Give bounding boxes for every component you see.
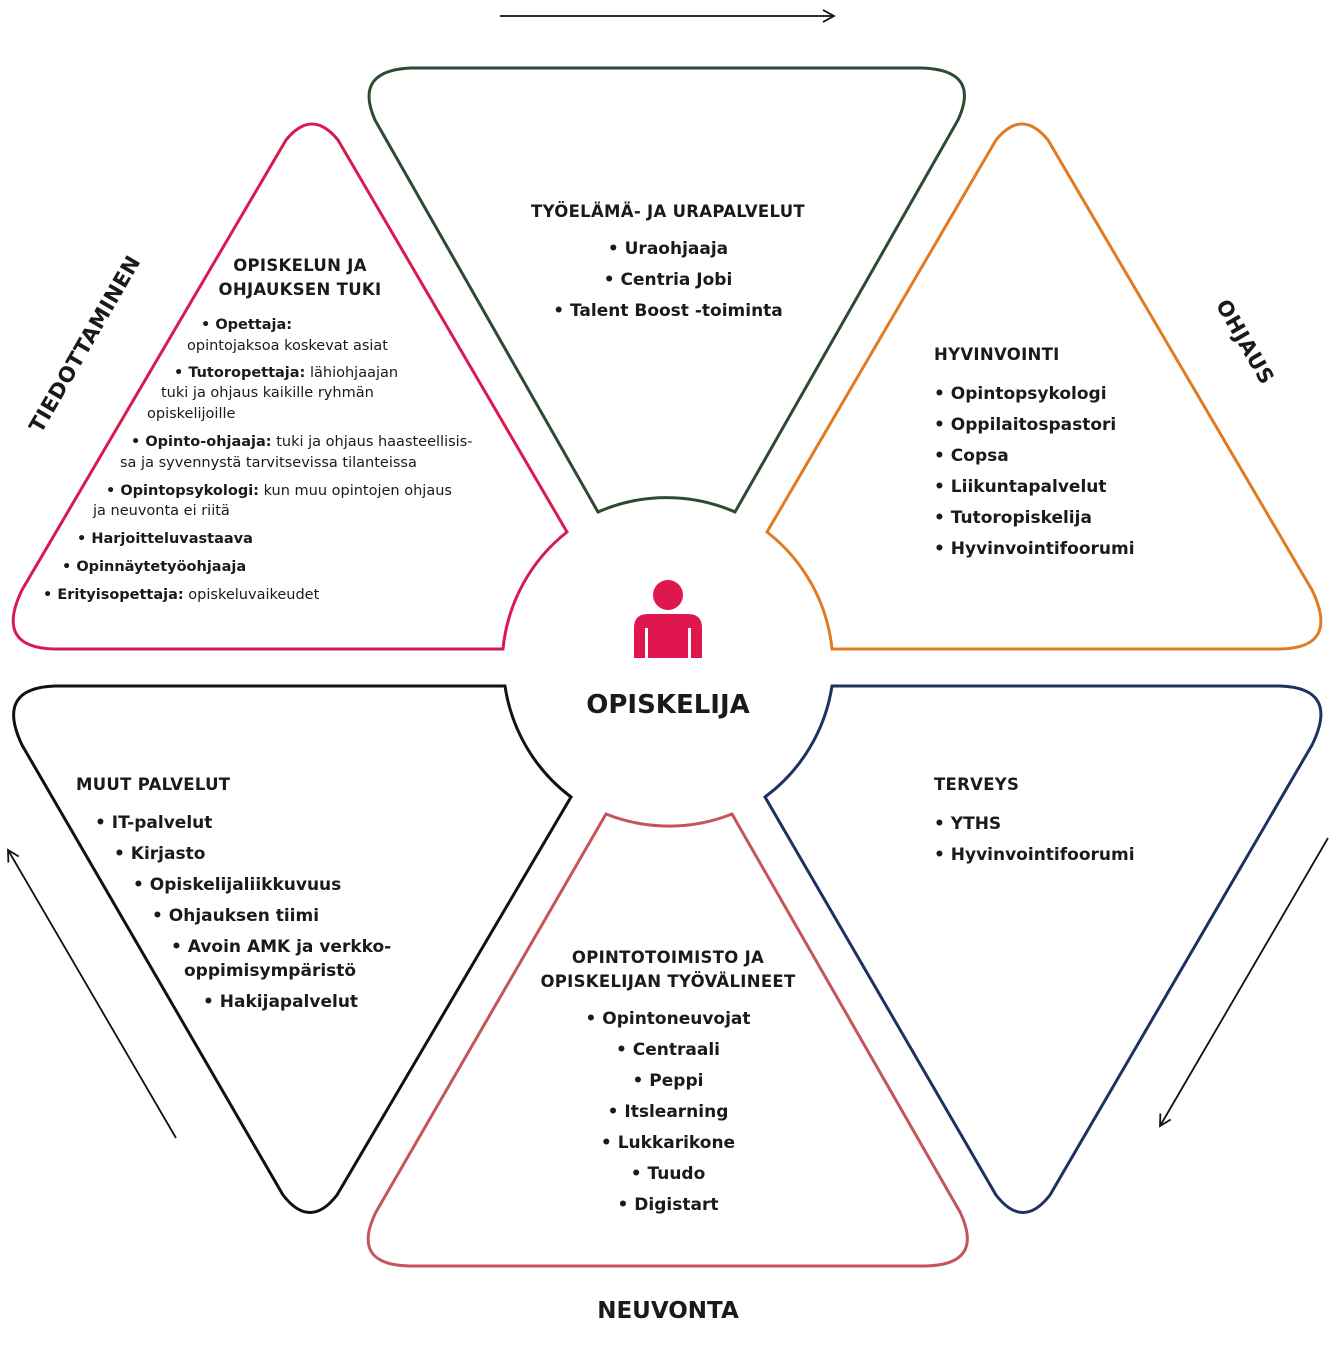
list-item: • Itslearning	[607, 1102, 729, 1122]
list-item: • Opintopsykologi	[934, 384, 1107, 404]
tuki-list: • Opettaja: opintojaksoa koskevat asiat …	[0, 0, 472, 603]
list-item-detail: sa ja syvennystä tarvitsevissa tilanteis…	[120, 453, 417, 474]
list-item: • IT-palvelut	[95, 813, 213, 833]
opintopsykologi-label: • Opintopsykologi:	[106, 483, 259, 499]
list-item: • Opiskelijaliikkuvuus	[133, 875, 342, 895]
tuki-title-1: OPISKELUN JA	[233, 256, 367, 275]
side-label-neuvonta: NEUVONTA	[597, 1298, 739, 1324]
list-item: • Erityisopettaja: opiskeluvaikeudet	[43, 585, 319, 606]
tyoelama-block: TYÖELÄMÄ- JA URAPALVELUT • Uraohjaaja • …	[508, 200, 828, 327]
hyvinvointi-block: HYVINVOINTI • Opintopsykologi • Oppilait…	[934, 343, 1194, 565]
opintotoimisto-block: OPINTOTOIMISTO JA OPISKELIJAN TYÖVÄLINEE…	[518, 946, 818, 1221]
muut-block: MUUT PALVELUT • IT-palvelut • Kirjasto •…	[0, 0, 391, 1012]
tutoropettaja-text: lähiohjaajan	[305, 365, 399, 381]
list-item: • Avoin AMK ja verkko-	[171, 937, 392, 957]
tutoropettaja-label: • Tutoropettaja:	[174, 365, 306, 381]
muut-shape	[12, 684, 573, 1214]
person-icon	[634, 580, 702, 658]
list-item: • Opinto-ohjaaja: tuki ja ohjaus haastee…	[131, 432, 472, 453]
opettaja-label: • Opettaja:	[201, 317, 293, 333]
list-item: • Peppi	[632, 1071, 704, 1091]
list-item: • Ohjauksen tiimi	[152, 906, 320, 926]
list-item: • Opintoneuvojat	[585, 1009, 751, 1029]
list-item: • Uraohjaaja	[607, 239, 729, 259]
erityisopettaja-text: opiskeluvaikeudet	[183, 587, 320, 603]
terveys-shape	[763, 684, 1323, 1214]
opettaja-text: opintojaksoa koskevat asiat	[187, 338, 388, 354]
list-item-detail: opiskelijoille	[147, 404, 235, 425]
tutoropettaja-text-3: opiskelijoille	[147, 406, 236, 422]
list-item: • Talent Boost -toiminta	[553, 301, 783, 321]
left-arrow	[7, 848, 177, 1139]
list-item-detail: ja neuvonta ei riitä	[93, 501, 230, 522]
opintotoimisto-shape	[366, 812, 969, 1268]
tyoelama-title: TYÖELÄMÄ- JA URAPALVELUT	[531, 202, 805, 221]
list-item: • Tuudo	[630, 1164, 706, 1184]
list-item: • Centraali	[615, 1040, 720, 1060]
opintotoimisto-title-2: OPISKELIJAN TYÖVÄLINEET	[540, 972, 796, 991]
tuki-shape	[11, 122, 569, 651]
list-item: • Liikuntapalvelut	[934, 477, 1107, 497]
list-item: • Opinnäytetyöohjaaja	[62, 557, 246, 578]
list-item-detail: opintojaksoa koskevat asiat	[187, 336, 388, 357]
terveys-title: TERVEYS	[934, 775, 1020, 794]
list-item: • Oppilaitospastori	[934, 415, 1117, 435]
opinto-ohjaaja-label: • Opinto-ohjaaja:	[131, 434, 272, 450]
opintopsykologi-text-2: ja neuvonta ei riitä	[93, 503, 230, 519]
erityisopettaja-label: • Erityisopettaja:	[43, 587, 184, 603]
list-item: • Tutoropettaja: lähiohjaajan	[174, 363, 398, 384]
tuki-title-2: OHJAUKSEN TUKI	[218, 280, 382, 299]
opintopsykologi-text: kun muu opintojen ohjaus	[258, 483, 452, 499]
center-title: OPISKELIJA	[586, 690, 750, 720]
hyvinvointi-title: HYVINVOINTI	[934, 345, 1060, 364]
list-item: • Harjoitteluvastaava	[77, 529, 253, 550]
terveys-block: TERVEYS • YTHS • Hyvinvointifoorumi	[934, 773, 1194, 871]
list-item: • Hakijapalvelut	[203, 992, 359, 1012]
hyvinvointi-shape	[765, 122, 1323, 651]
list-item: • Opettaja:	[201, 315, 292, 336]
right-arrow	[1159, 837, 1329, 1128]
harjoitteluvastaava-label: • Harjoitteluvastaava	[77, 531, 253, 547]
tuki-title-block: OPISKELUN JA OHJAUKSEN TUKI	[200, 254, 400, 302]
tutoropettaja-text-2: tuki ja ohjaus kaikille ryhmän	[161, 385, 374, 401]
list-item: oppimisympäristö	[184, 961, 357, 981]
tyoelama-shape	[367, 66, 966, 514]
list-item-detail: tuki ja ohjaus kaikille ryhmän	[161, 383, 374, 404]
muut-title: MUUT PALVELUT	[76, 775, 231, 794]
list-item: • YTHS	[934, 814, 1002, 834]
list-item: • Copsa	[934, 446, 1009, 466]
list-item: • Digistart	[617, 1195, 719, 1215]
opinto-ohjaaja-text-2: sa ja syvennystä tarvitsevissa tilanteis…	[120, 455, 417, 471]
list-item: • Kirjasto	[114, 844, 206, 864]
list-item: • Hyvinvointifoorumi	[934, 845, 1135, 865]
list-item: • Hyvinvointifoorumi	[934, 539, 1135, 559]
list-item: • Centria Jobi	[603, 270, 733, 290]
list-item: • Opintopsykologi: kun muu opintojen ohj…	[106, 481, 452, 502]
list-item: • Lukkarikone	[600, 1133, 736, 1153]
opintotoimisto-title-1: OPINTOTOIMISTO JA	[571, 948, 765, 967]
list-item: • Tutoropiskelija	[934, 508, 1092, 528]
opinto-ohjaaja-text: tuki ja ohjaus haasteellisis-	[271, 434, 473, 450]
opinnaytetyoohjaaja-label: • Opinnäytetyöohjaaja	[62, 559, 247, 575]
